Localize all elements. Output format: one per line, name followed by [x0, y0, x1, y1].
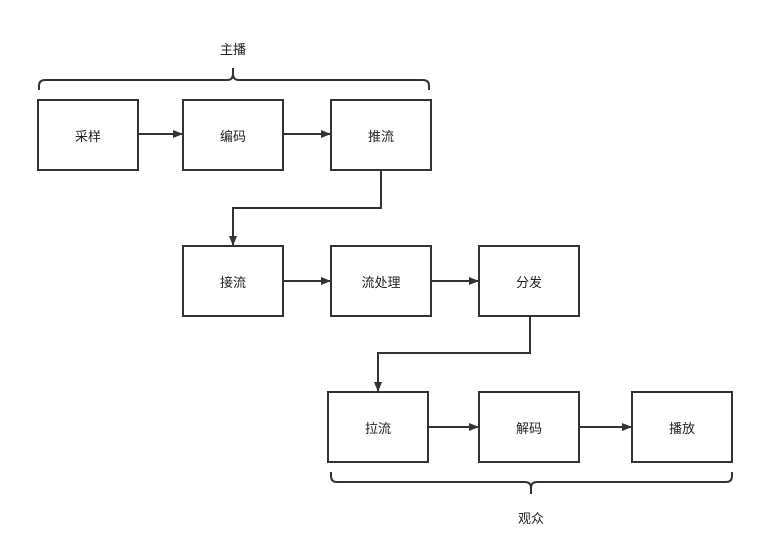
anchor-group-label: 主播: [219, 43, 246, 58]
arrow-push-to-ingest: [229, 170, 382, 246]
node-ingest: 接流: [182, 245, 284, 317]
node-play: 播放: [631, 391, 733, 463]
node-pull: 拉流: [327, 391, 429, 463]
node-process: 流处理: [330, 245, 432, 317]
arrow-distribute-to-pull: [374, 316, 531, 392]
audience-group-label: 观众: [517, 512, 544, 527]
audience-brace: [330, 472, 733, 494]
node-distribute: 分发: [478, 245, 580, 317]
anchor-brace: [38, 68, 430, 90]
node-sample: 采样: [37, 99, 139, 171]
node-decode: 解码: [478, 391, 580, 463]
node-encode: 编码: [182, 99, 284, 171]
node-push: 推流: [330, 99, 432, 171]
